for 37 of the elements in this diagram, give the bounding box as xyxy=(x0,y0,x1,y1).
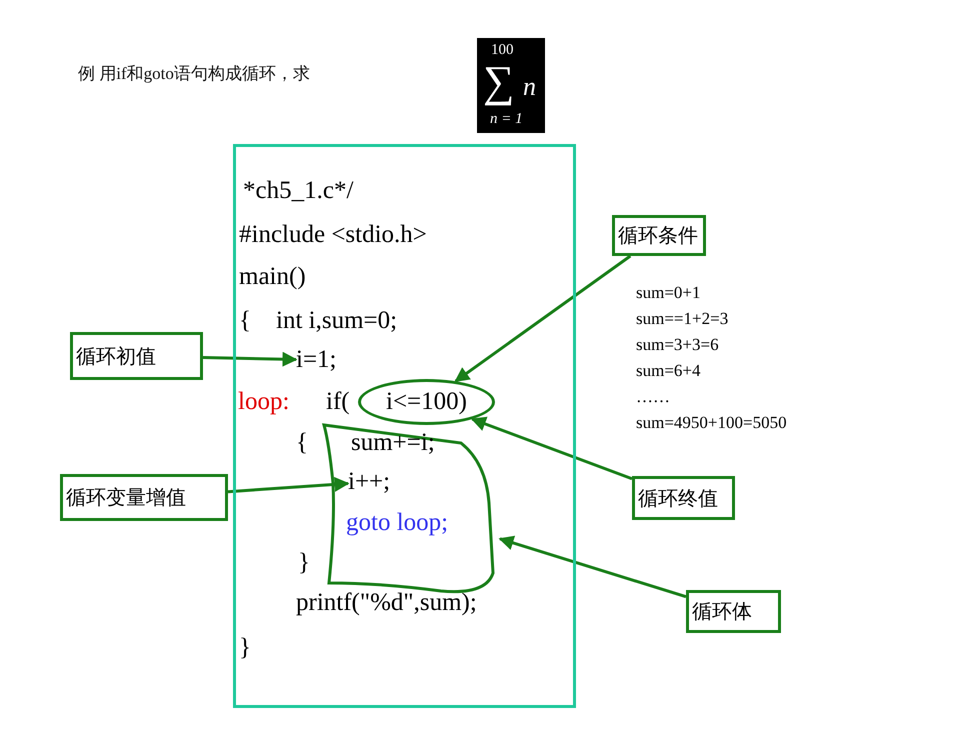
code-text: i<=100) xyxy=(386,388,467,416)
code-line: i++; xyxy=(348,467,390,497)
code-line: sum+=i; xyxy=(351,428,435,458)
code-line: #include <stdio.h> xyxy=(239,220,427,250)
callout-label: 循环体 xyxy=(686,590,781,633)
title: 例 用if和goto语句构成循环，求 xyxy=(78,63,310,85)
code-line: i=1; xyxy=(296,345,336,375)
code-panel xyxy=(233,144,576,708)
arrow xyxy=(498,536,686,598)
code-line: } xyxy=(298,548,310,578)
code-line: if( xyxy=(326,387,350,417)
calculation-step: sum=6+4 xyxy=(636,361,701,381)
code-line: { int i,sum=0; xyxy=(239,306,398,336)
callout-label: 循环终值 xyxy=(632,476,735,520)
calculation-step: sum=3+3=6 xyxy=(636,335,719,355)
code-line: goto loop; xyxy=(346,508,448,538)
callout-label: 循环初值 xyxy=(70,332,203,380)
code-line: printf("%d",sum); xyxy=(296,588,477,618)
formula-text: n = 1 xyxy=(490,112,523,127)
code-line: { xyxy=(296,428,308,458)
code-line: } xyxy=(239,633,251,663)
callout-label: 循环条件 xyxy=(612,215,706,256)
arrow xyxy=(202,352,298,367)
sigma-symbol: ∑ xyxy=(483,60,514,104)
formula-text: 100 xyxy=(491,43,514,58)
calculation-step: sum=0+1 xyxy=(636,283,701,303)
code-line: *ch5_1.c*/ xyxy=(243,176,354,206)
calculation-step: sum=4950+100=5050 xyxy=(636,413,787,433)
highlight-ellipse xyxy=(358,379,495,425)
callout-label: 循环变量增值 xyxy=(60,474,228,521)
arrow xyxy=(454,254,632,382)
formula-text: n xyxy=(523,74,536,100)
calculation-step: …… xyxy=(636,387,670,407)
code-label: loop: xyxy=(238,387,290,417)
calculation-step: sum==1+2=3 xyxy=(636,309,728,329)
code-line: main() xyxy=(239,262,306,292)
arrow xyxy=(470,416,633,480)
